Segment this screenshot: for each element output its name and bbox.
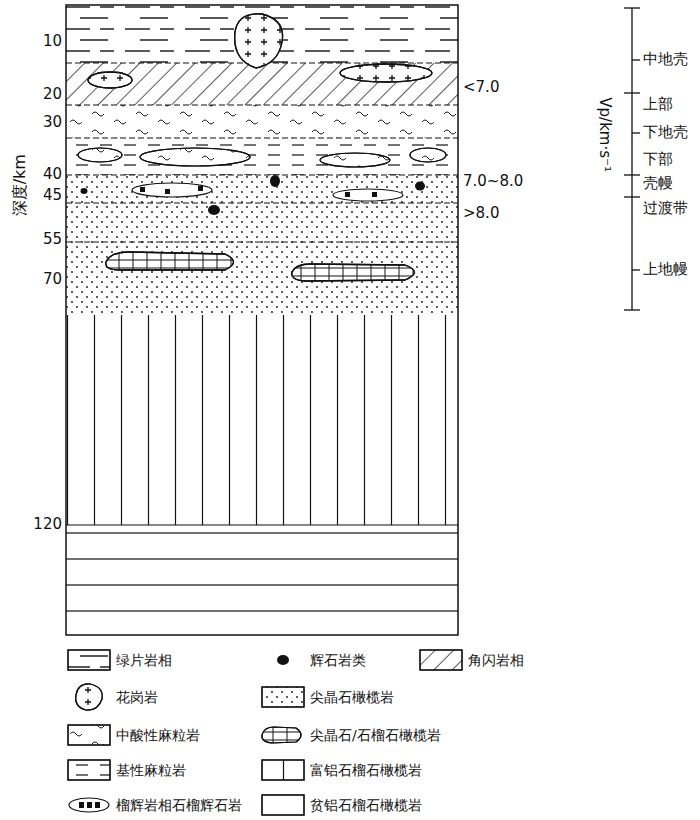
legend-swatch xyxy=(420,650,462,670)
depth-tick: 45 xyxy=(43,187,62,204)
zone-label: 下部 xyxy=(643,151,673,168)
pyroxenite-dots xyxy=(81,175,426,215)
legend-swatch xyxy=(68,650,110,670)
legend-swatch xyxy=(76,684,103,710)
legend-swatch xyxy=(262,727,301,743)
legend-text: 花岗岩 xyxy=(116,689,158,705)
velocity-value: 7.0~8.0 xyxy=(463,173,523,190)
legend-swatch xyxy=(262,795,304,815)
legend-swatch xyxy=(69,798,109,812)
eclogite-lenses xyxy=(132,183,403,201)
legend-swatch xyxy=(262,687,304,707)
legend-text: 尖晶石橄榄岩 xyxy=(310,689,394,705)
legend-text: 辉石岩类 xyxy=(310,652,366,668)
zone-label: 过渡带 xyxy=(643,200,688,217)
velocity-value: >8.0 xyxy=(463,205,499,222)
depth-tick: 40 xyxy=(43,166,62,183)
legend-text: 榴辉岩相石榴辉石岩 xyxy=(116,797,242,813)
zone-label: 上地幔 xyxy=(643,261,688,278)
legend-swatch xyxy=(262,760,304,780)
legend-swatch xyxy=(68,725,110,745)
legend-text: 绿片岩相 xyxy=(116,652,172,668)
layer-boundaries xyxy=(66,63,458,525)
zone-label: 中地壳 xyxy=(643,51,688,68)
zone-label: 上部 xyxy=(643,96,673,113)
depth-tick: 70 xyxy=(43,271,62,288)
legend-swatch xyxy=(277,655,289,665)
legend-text: 富铝石榴石橄榄岩 xyxy=(310,762,422,778)
peridotite-lenses xyxy=(106,252,415,281)
velocity-value: <7.0 xyxy=(463,79,499,96)
depth-tick: 55 xyxy=(43,231,62,248)
legend-text: 基性麻粒岩 xyxy=(116,762,186,778)
depth-tick: 10 xyxy=(43,33,62,50)
depth-tick: 20 xyxy=(43,86,62,103)
column-frame xyxy=(66,5,458,635)
depth-tick: 120 xyxy=(33,516,62,533)
zone-label: 壳幔 xyxy=(643,175,673,192)
axis-title: 深度/km xyxy=(11,154,29,216)
legend-text: 角闪岩相 xyxy=(468,652,524,668)
legend-swatch xyxy=(68,760,110,780)
zone-axis xyxy=(624,8,640,310)
axis-title: Vp/km·s⁻¹ xyxy=(595,98,612,173)
depth-tick: 30 xyxy=(43,114,62,131)
legend-text: 贫铝石榴石橄榄岩 xyxy=(310,797,422,813)
legend-text: 中酸性麻粒岩 xyxy=(116,727,200,743)
granulite-lenses xyxy=(78,148,446,167)
zone-label: 下地壳 xyxy=(643,124,688,141)
legend-text: 尖晶石/石榴石橄榄岩 xyxy=(310,727,441,743)
rock-layers xyxy=(66,5,458,635)
granite-bodies xyxy=(88,14,432,88)
